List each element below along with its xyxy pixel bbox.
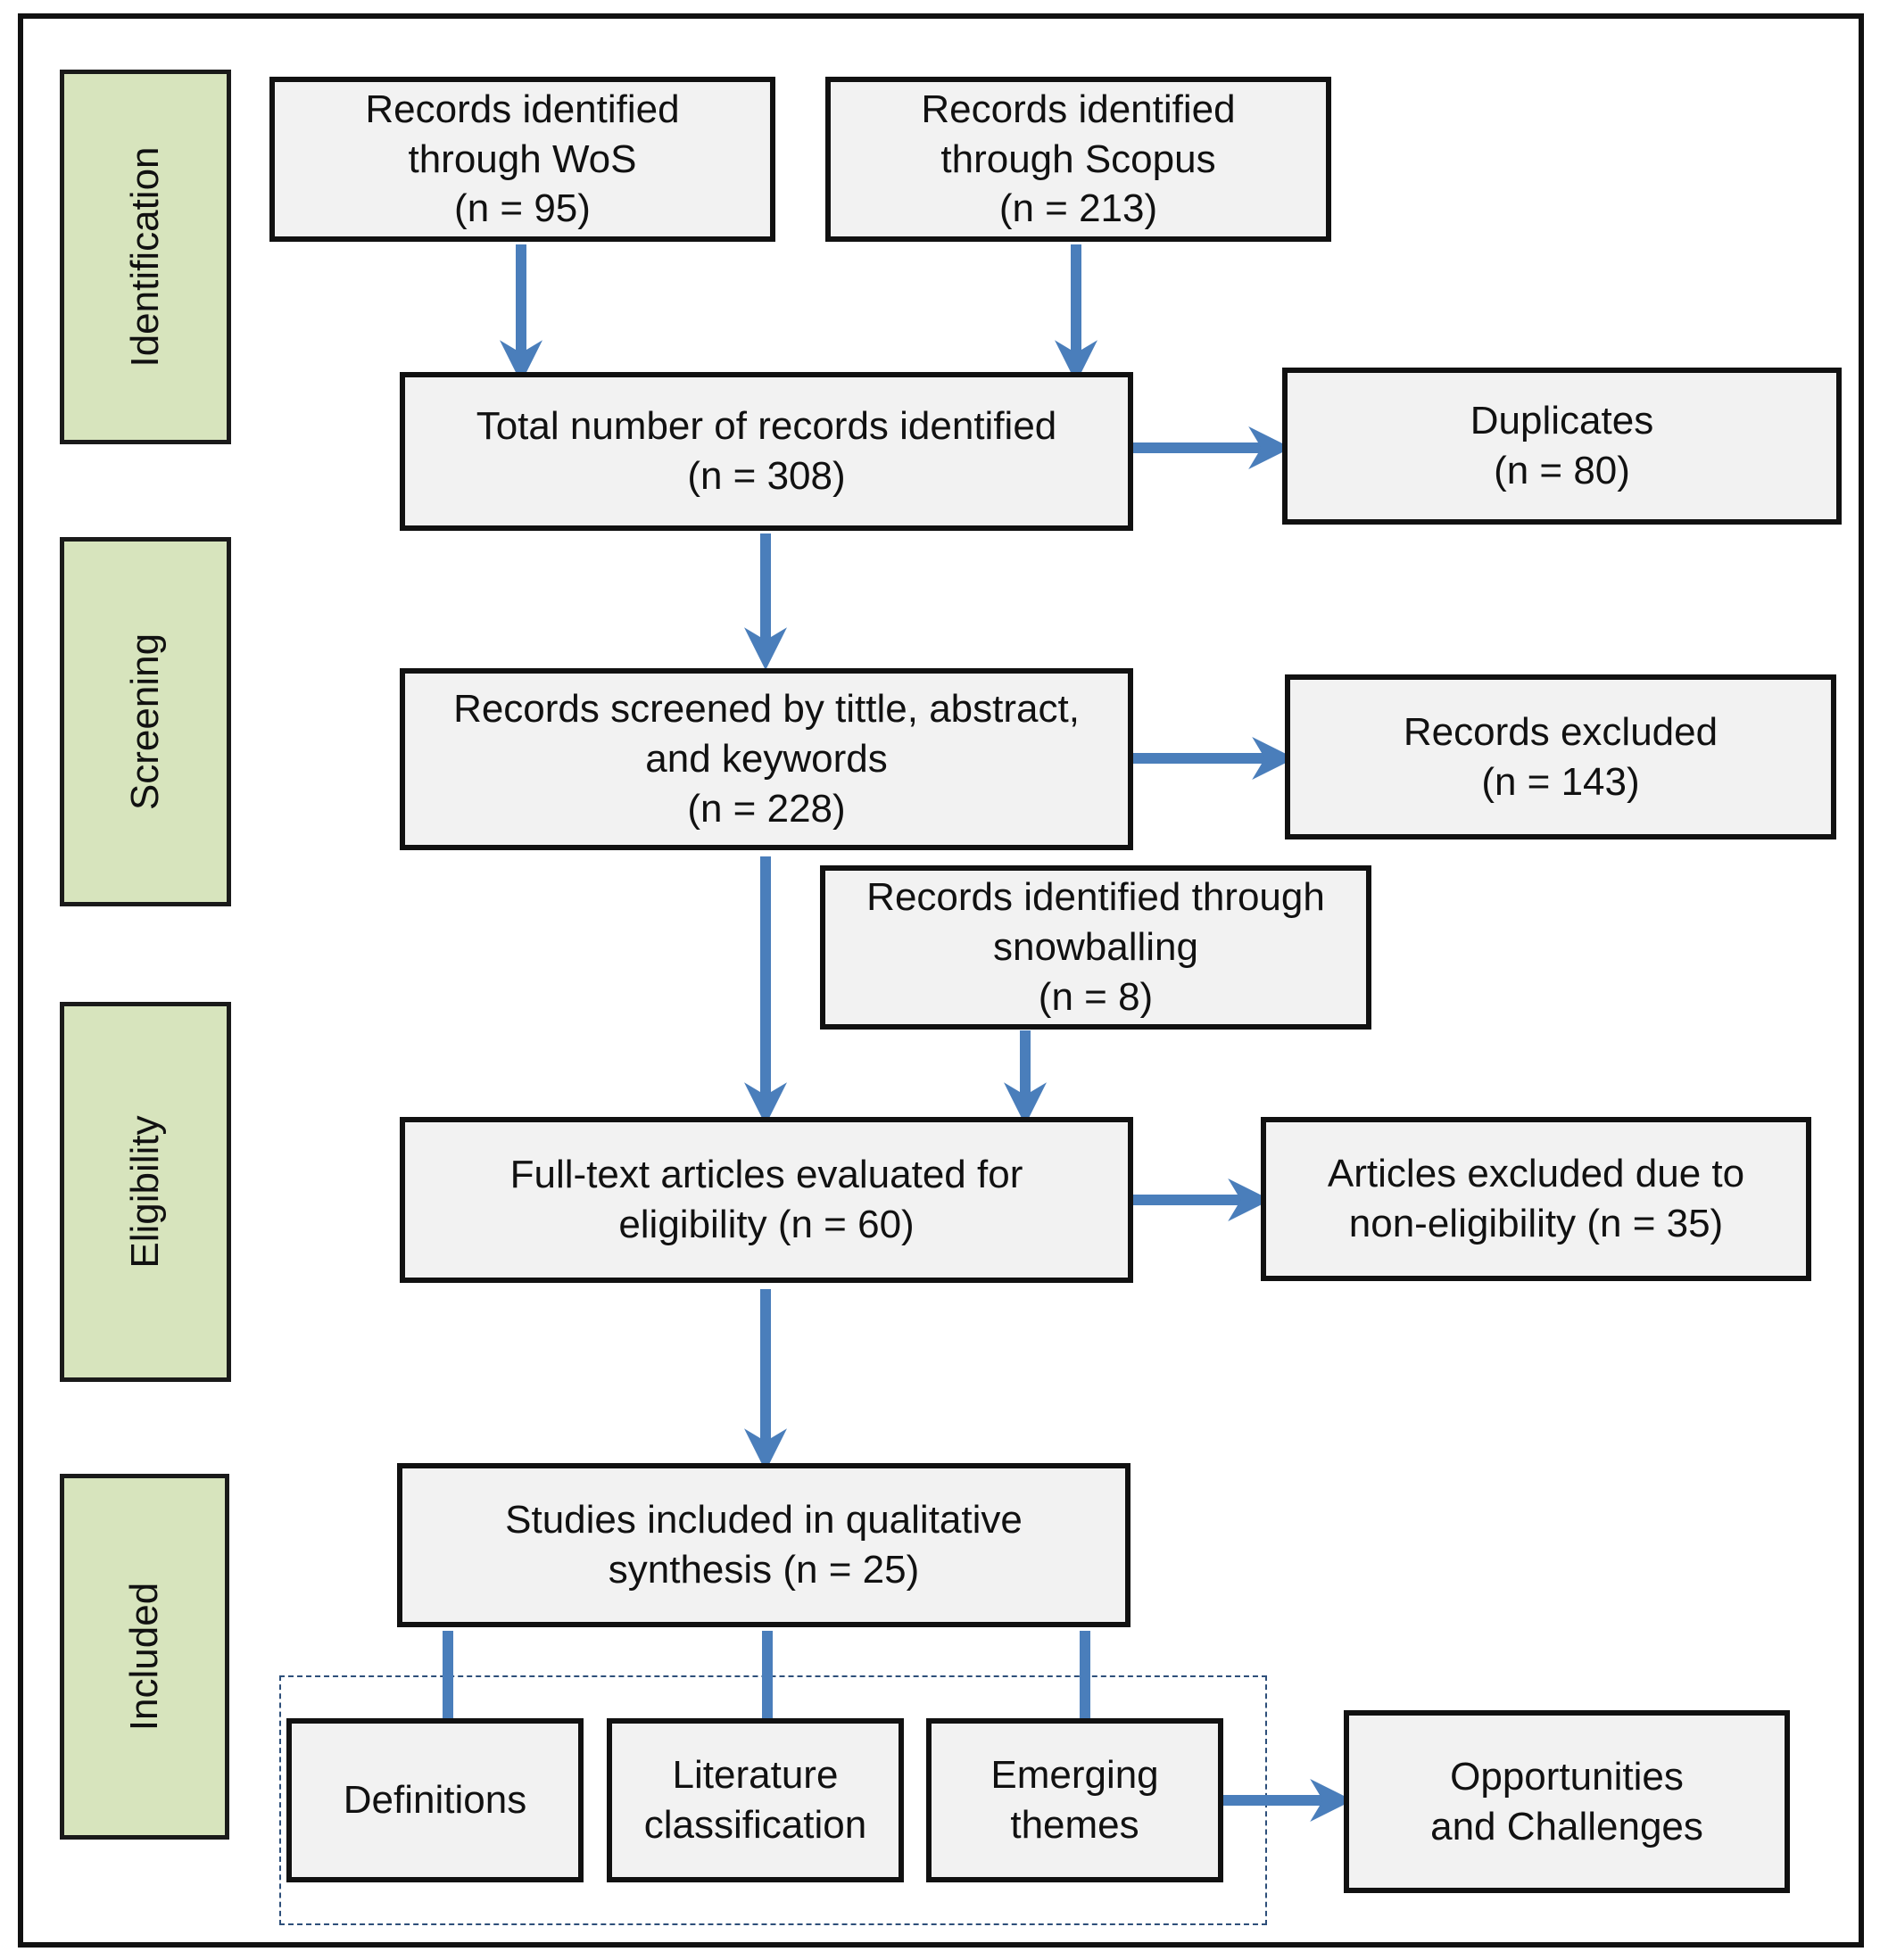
box-articles-excluded: Articles excluded due to non-eligibility… [1261, 1117, 1811, 1281]
box-text: Literature classification [643, 1753, 867, 1847]
stage-included: Included [60, 1474, 229, 1840]
diagram-frame [18, 13, 1864, 1948]
box-text: Records identified through snowballing (… [866, 875, 1325, 1019]
box-text: Total number of records identified (n = … [476, 404, 1057, 498]
box-definitions: Definitions [286, 1718, 584, 1882]
box-emerging-themes: Emerging themes [926, 1718, 1223, 1882]
box-literature-classification: Literature classification [607, 1718, 904, 1882]
stage-screening: Screening [60, 537, 231, 906]
box-text: Emerging themes [990, 1753, 1159, 1847]
box-records-screened: Records screened by tittle, abstract, an… [400, 668, 1133, 850]
box-text: Records identified through WoS (n = 95) [365, 87, 680, 231]
box-text: Records screened by tittle, abstract, an… [453, 687, 1080, 831]
box-text: Definitions [343, 1778, 527, 1823]
box-fulltext-evaluated: Full-text articles evaluated for eligibi… [400, 1117, 1133, 1283]
box-records-wos: Records identified through WoS (n = 95) [269, 77, 775, 242]
box-duplicates: Duplicates (n = 80) [1282, 368, 1842, 525]
stage-identification: Identification [60, 70, 231, 444]
box-records-scopus: Records identified through Scopus (n = 2… [825, 77, 1331, 242]
stage-eligibility: Eligibility [60, 1002, 231, 1382]
box-total-records: Total number of records identified (n = … [400, 372, 1133, 531]
box-text: Records excluded (n = 143) [1403, 709, 1719, 804]
box-studies-included: Studies included in qualitative synthesi… [397, 1463, 1130, 1627]
box-text: Records identified through Scopus (n = 2… [921, 87, 1236, 231]
box-text: Studies included in qualitative synthesi… [505, 1498, 1023, 1592]
box-records-excluded: Records excluded (n = 143) [1285, 674, 1836, 839]
box-text: Duplicates (n = 80) [1470, 399, 1654, 492]
box-text: Opportunities and Challenges [1430, 1754, 1703, 1848]
box-text: Articles excluded due to non-eligibility… [1327, 1152, 1745, 1245]
box-opportunities-challenges: Opportunities and Challenges [1344, 1710, 1790, 1893]
box-snowballing: Records identified through snowballing (… [820, 865, 1371, 1030]
box-text: Full-text articles evaluated for eligibi… [509, 1153, 1023, 1246]
